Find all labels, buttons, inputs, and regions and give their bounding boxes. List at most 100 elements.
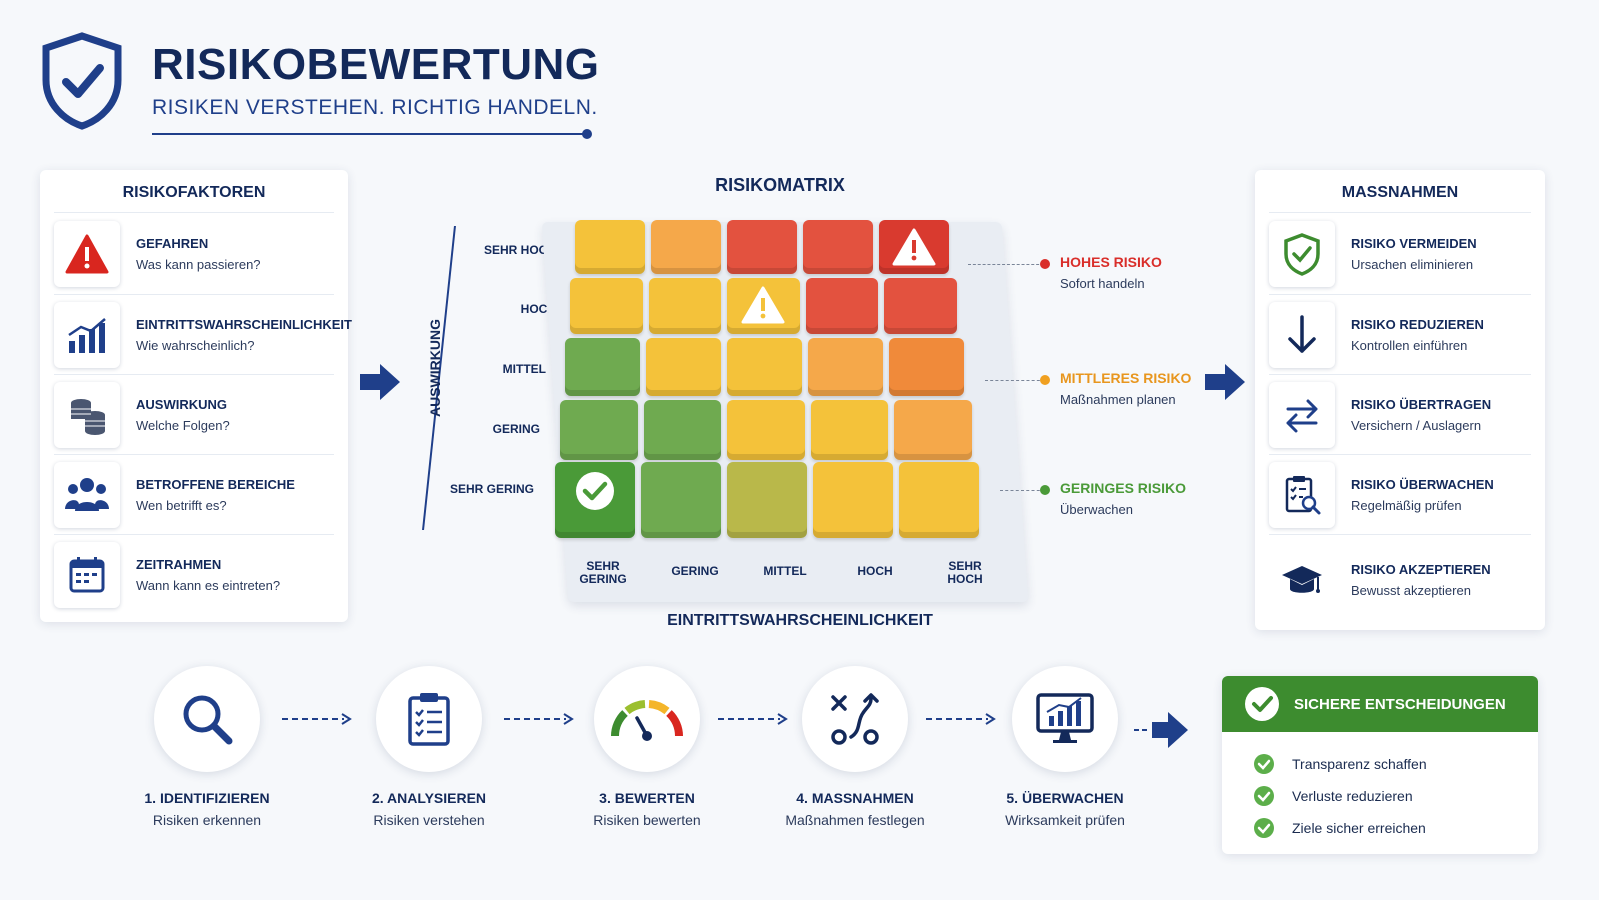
gauge-icon: [611, 700, 683, 741]
decision-text: Verluste reduzieren: [1292, 788, 1413, 804]
clipboard-list-icon: [408, 693, 450, 746]
arrow-down-icon: [1269, 301, 1335, 368]
measure-item[interactable]: RISIKO REDUZIEREN Kontrollen einführen: [1269, 294, 1531, 374]
legend-connector: [968, 264, 1044, 265]
risk-factor-item[interactable]: ZEITRAHMEN Wann kann es eintreten?: [54, 534, 334, 614]
decision-item: Verluste reduzieren: [1254, 786, 1538, 806]
risk-factor-item[interactable]: AUSWIRKUNG Welche Folgen?: [54, 374, 334, 454]
decisions-card: SICHERE ENTSCHEIDUNGEN Transparenz schaf…: [1222, 676, 1538, 854]
check-circle-icon: [1254, 818, 1274, 838]
measures-title: MASSNAHMEN: [1341, 184, 1459, 201]
bar-chart-icon: [54, 301, 120, 368]
step-monitor[interactable]: [1012, 666, 1118, 772]
risk-factor-title: BETROFFENE BEREICHE: [136, 476, 295, 492]
step-desc: Maßnahmen festlegen: [785, 812, 925, 828]
risk-factor-desc: Was kann passieren?: [136, 257, 261, 272]
matrix-cell[interactable]: [727, 462, 807, 538]
decision-text: Ziele sicher erreichen: [1292, 820, 1426, 836]
measure-item[interactable]: RISIKO ÜBERTRAGEN Versichern / Auslagern: [1269, 374, 1531, 454]
risk-factor-desc: Wie wahrscheinlich?: [136, 337, 255, 353]
matrix-cell[interactable]: [560, 400, 638, 460]
matrix-cell[interactable]: [570, 278, 643, 334]
matrix-cell[interactable]: [575, 220, 645, 274]
risk-factor-title: AUSWIRKUNG: [136, 396, 227, 412]
risk-factor-desc: Welche Folgen?: [136, 417, 230, 433]
legend-dot-high: [1040, 259, 1050, 269]
step-identify[interactable]: [154, 666, 260, 772]
strategy-icon: [831, 693, 879, 745]
legend-high-desc: Sofort handeln: [1060, 276, 1145, 291]
decisions-header: SICHERE ENTSCHEIDUNGEN: [1222, 676, 1538, 732]
dashed-arrow-icon: [504, 712, 574, 725]
matrix-cell[interactable]: [646, 338, 721, 396]
risk-factor-title: GEFAHREN: [136, 236, 209, 251]
check-circle-icon: [1254, 786, 1274, 806]
measure-item[interactable]: RISIKO AKZEPTIEREN Bewusst akzeptieren: [1269, 534, 1531, 624]
measure-desc: Ursachen eliminieren: [1351, 257, 1474, 272]
measure-title: RISIKO VERMEIDEN: [1351, 236, 1477, 251]
magnifier-icon: [183, 695, 233, 745]
risk-factors-card: RISIKOFAKTOREN GEFAHREN Was kann passier…: [40, 170, 352, 622]
warning-icon: [54, 221, 120, 287]
matrix-cell[interactable]: [884, 278, 957, 334]
matrix-cell[interactable]: [727, 220, 797, 274]
legend-low-title: GERINGES RISIKO: [1060, 480, 1187, 496]
decision-text: Transparenz schaffen: [1292, 756, 1427, 772]
matrix-cell[interactable]: [810, 400, 888, 460]
y-tick-label: HOCH: [520, 302, 556, 316]
page-title: RISIKOBEWERTUNG: [152, 40, 600, 89]
matrix-cell[interactable]: [803, 220, 873, 274]
matrix-cell[interactable]: [894, 400, 972, 460]
matrix-cell[interactable]: [555, 462, 635, 538]
measure-desc: Regelmäßig prüfen: [1351, 497, 1462, 513]
step-title: 2. ANALYSIEREN: [371, 790, 487, 806]
x-tick-label: GERING: [671, 564, 719, 578]
step-analyze[interactable]: [376, 666, 482, 772]
step-evaluate[interactable]: [594, 666, 700, 772]
graduation-cap-icon: [1269, 546, 1335, 613]
legend-dot-low: [1040, 485, 1050, 495]
matrix-cell[interactable]: [889, 338, 964, 396]
x-axis-label: EINTRITTSWAHRSCHEINLICHKEIT: [667, 612, 933, 629]
matrix-cell[interactable]: [641, 462, 721, 538]
matrix-cell[interactable]: [565, 338, 640, 396]
y-tick-label: GERING: [492, 422, 540, 436]
matrix-cell[interactable]: [727, 400, 805, 460]
measure-item[interactable]: RISIKO ÜBERWACHEN Regelmäßig prüfen: [1269, 454, 1531, 534]
legend-dot-medium: [1040, 375, 1050, 385]
matrix-cell[interactable]: [727, 338, 802, 396]
matrix-cell[interactable]: [727, 278, 800, 334]
measure-desc: Kontrollen einführen: [1351, 337, 1468, 353]
step-measures[interactable]: [802, 666, 908, 772]
legend-connector: [985, 380, 1045, 381]
check-circle-icon: [576, 472, 614, 510]
matrix-cell[interactable]: [805, 278, 878, 334]
step-title: 1. IDENTIFIZIEREN: [144, 790, 270, 806]
dashed-arrow-icon: [282, 712, 352, 725]
clipboard-search-icon: [1269, 461, 1335, 528]
risk-factor-item[interactable]: EINTRITTSWAHRSCHEINLICHKEIT Wie wahrsche…: [54, 294, 352, 374]
legend-high-title: HOHES RISIKO: [1060, 254, 1162, 270]
matrix-cell[interactable]: [879, 220, 949, 274]
matrix-cell[interactable]: [808, 338, 883, 396]
measure-item[interactable]: RISIKO VERMEIDEN Ursachen eliminieren: [1269, 214, 1531, 294]
calendar-icon: [54, 541, 120, 608]
monitor-chart-icon: [1036, 693, 1094, 743]
risk-factor-item[interactable]: GEFAHREN Was kann passieren?: [54, 214, 334, 294]
x-tick-label: MITTEL: [763, 564, 807, 578]
matrix-cell[interactable]: [651, 220, 721, 274]
arrow-right-icon: [1203, 362, 1247, 402]
warning-icon: [741, 286, 785, 324]
risk-factor-item[interactable]: BETROFFENE BEREICHE Wen betrifft es?: [54, 454, 334, 534]
matrix-cell[interactable]: [899, 462, 979, 538]
measure-title: RISIKO REDUZIEREN: [1351, 316, 1484, 332]
matrix-cell[interactable]: [643, 400, 721, 460]
matrix-cell[interactable]: [648, 278, 721, 334]
matrix-cell[interactable]: [813, 462, 893, 538]
legend-medium-title: MITTLERES RISIKO: [1060, 370, 1192, 386]
decision-item: Transparenz schaffen: [1254, 754, 1538, 774]
coins-icon: [54, 381, 120, 448]
legend-medium-desc: Maßnahmen planen: [1060, 392, 1176, 407]
